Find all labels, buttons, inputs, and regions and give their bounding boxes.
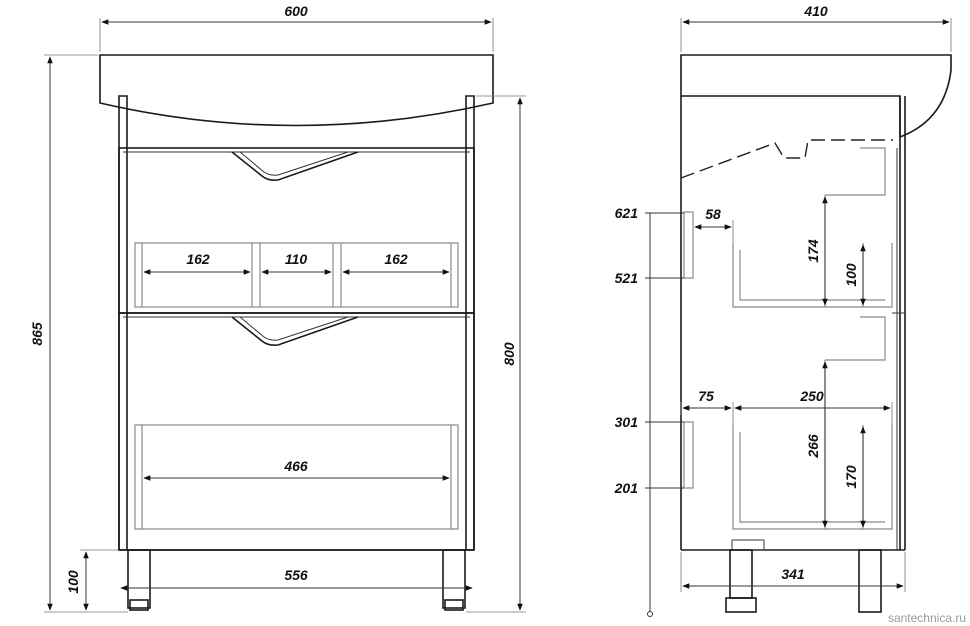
dim-compartment-right: 162 xyxy=(384,251,408,267)
dim-overall-depth: 410 xyxy=(803,3,828,19)
dim-compartment-middle: 110 xyxy=(285,251,308,267)
side-right-leg xyxy=(858,549,882,613)
dim-offset-58: 58 xyxy=(705,206,721,222)
front-lower-handle xyxy=(231,316,359,346)
side-left-leg xyxy=(729,549,753,599)
level-521: 521 xyxy=(615,270,639,286)
dim-upper-drawer-height: 174 xyxy=(805,239,821,263)
dim-lower-inner-height: 170 xyxy=(843,465,859,489)
dim-base-depth: 341 xyxy=(781,566,805,582)
dim-upper-inner-height: 100 xyxy=(843,263,859,287)
dim-lower-drawer-height: 266 xyxy=(805,434,821,459)
dim-lower-drawer-width: 466 xyxy=(283,458,308,474)
dim-offset-75: 75 xyxy=(698,388,714,404)
front-upper-handle xyxy=(231,151,359,181)
dim-cabinet-height: 800 xyxy=(501,342,517,366)
side-siphon xyxy=(680,139,893,179)
front-right-post xyxy=(465,95,475,550)
dim-overall-width: 600 xyxy=(284,3,308,19)
dim-drawer-depth: 250 xyxy=(799,388,824,404)
level-201: 201 xyxy=(614,480,639,496)
level-301: 301 xyxy=(615,414,639,430)
front-left-leg xyxy=(127,549,151,609)
front-basin xyxy=(99,54,494,127)
front-lower-drawer xyxy=(118,312,475,551)
side-view: 410 341 621 521 301 201 58 75 250 174 xyxy=(614,3,952,617)
side-basin xyxy=(680,54,952,139)
dim-base-width: 556 xyxy=(284,567,308,583)
level-621: 621 xyxy=(615,205,639,221)
front-right-leg xyxy=(442,549,466,609)
dim-leg-height: 100 xyxy=(65,570,81,594)
front-view: 600 865 800 100 556 162 110 162 466 xyxy=(29,3,526,613)
dim-compartment-left: 162 xyxy=(186,251,210,267)
dim-total-height: 865 xyxy=(29,322,45,346)
watermark: santechnica.ru xyxy=(888,611,966,625)
front-left-post xyxy=(118,95,128,550)
